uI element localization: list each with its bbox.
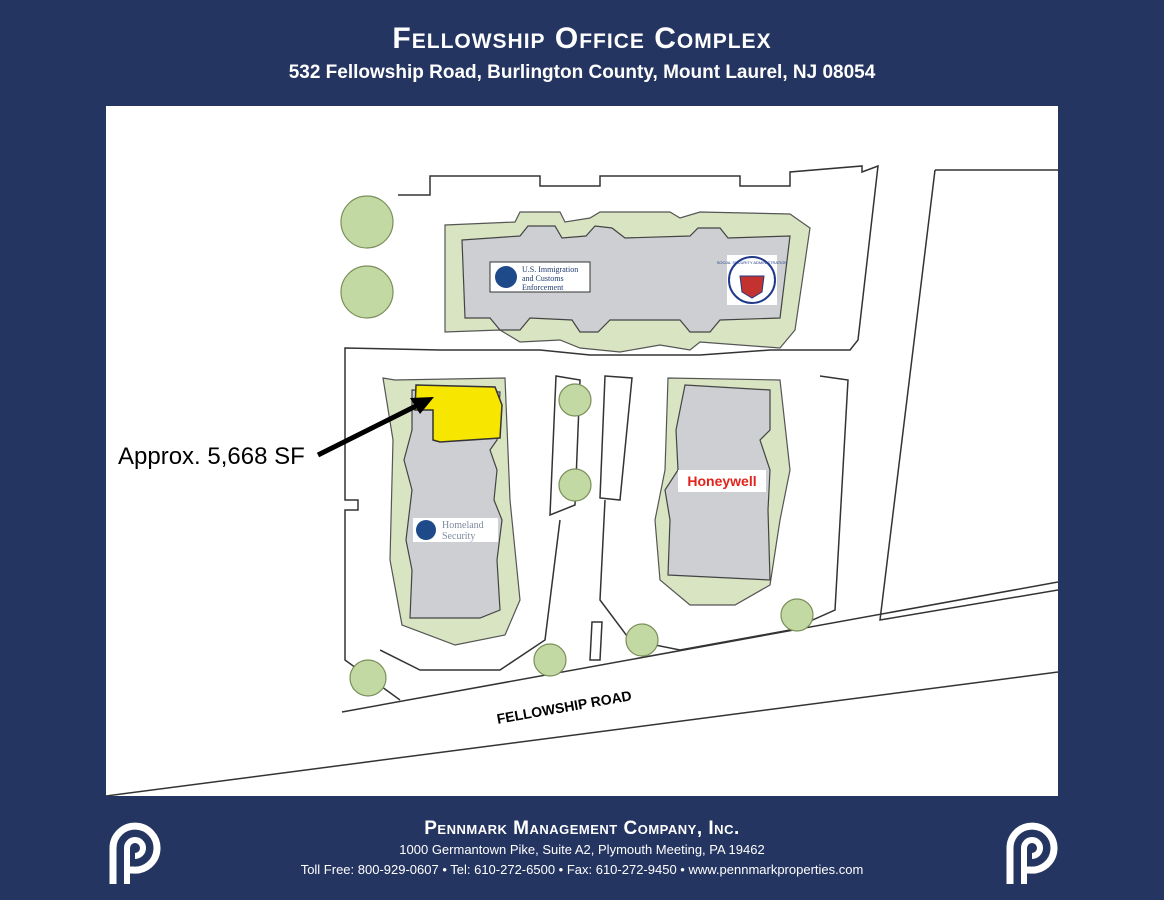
property-address: 532 Fellowship Road, Burlington County, …: [288, 62, 876, 83]
tree: [340, 265, 394, 319]
pennmark-logo-icon: [109, 822, 161, 884]
trees: [340, 195, 814, 697]
north-building: [461, 225, 791, 333]
tree: [558, 468, 592, 502]
company-address: 1000 Germantown Pike, Suite A2, Plymouth…: [399, 842, 765, 857]
ice-label-1: U.S. Immigration: [522, 265, 578, 274]
ssa-tenant-sign: SOCIAL SECURITY ADMINISTRATION: [717, 255, 788, 305]
tree: [349, 659, 387, 697]
pennmark-logo-icon: [1006, 822, 1058, 884]
site-map: U.S. Immigration and Customs Enforcement…: [106, 106, 1058, 796]
dhs-seal-icon: [416, 520, 436, 540]
ice-label-2: and Customs: [522, 274, 564, 283]
ice-label-3: Enforcement: [522, 283, 564, 292]
company-contact: Toll Free: 800-929-0607 • Tel: 610-272-6…: [300, 862, 864, 877]
small-curb: [589, 621, 603, 661]
tree: [533, 643, 567, 677]
ssa-label: SOCIAL SECURITY ADMINISTRATION: [717, 260, 788, 265]
center-island-outline: [549, 375, 581, 517]
tree: [625, 623, 659, 657]
tree: [780, 598, 814, 632]
page-title: Fellowship Office Complex: [392, 22, 772, 55]
dhs-label-1: Homeland: [442, 520, 484, 531]
road-edge-top: [106, 671, 1058, 796]
callout-label: Approx. 5,668 SF: [118, 443, 305, 470]
dhs-label-2: Security: [442, 531, 475, 542]
road-label: FELLOWSHIP ROAD: [495, 687, 632, 726]
east-drive-outline: [599, 375, 849, 651]
west-drive-outline: [379, 519, 561, 671]
dhs-seal-icon: [495, 266, 517, 288]
tree: [340, 195, 394, 249]
road-outlines: [106, 164, 1058, 796]
callout-arrow: [316, 397, 434, 458]
site-map-svg: U.S. Immigration and Customs Enforcement…: [106, 164, 1058, 796]
west-building: [403, 389, 503, 619]
ice-tenant-sign: U.S. Immigration and Customs Enforcement: [489, 261, 591, 293]
company-name: Pennmark Management Company, Inc.: [424, 818, 740, 839]
north-lot-outline: [344, 164, 879, 701]
honeywell-label: Honeywell: [687, 473, 756, 489]
center-island2-outline: [599, 375, 633, 501]
honeywell-tenant-sign: Honeywell: [678, 470, 766, 492]
east-lot-outline: [879, 169, 1058, 621]
dhs-tenant-sign: Homeland Security: [413, 518, 498, 542]
tree: [558, 383, 592, 417]
